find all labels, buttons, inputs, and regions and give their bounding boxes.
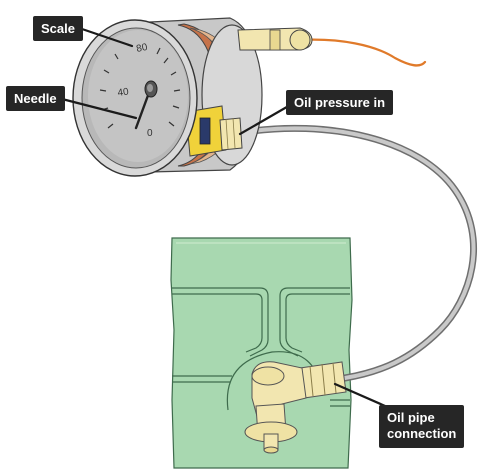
pressure-gauge: 80 40 0 bbox=[72, 17, 427, 177]
needle-label: Needle bbox=[6, 86, 65, 111]
oil-pipe bbox=[234, 124, 478, 382]
oil-pipe-connection-line1: Oil pipe bbox=[387, 410, 435, 425]
oil-sender-fitting bbox=[244, 361, 347, 454]
engine-block bbox=[170, 237, 353, 469]
dial-mark-mid: 40 bbox=[117, 86, 130, 99]
dial-mark-high: 80 bbox=[135, 42, 149, 55]
scale-label: Scale bbox=[33, 16, 83, 41]
dial-mark-zero: 0 bbox=[147, 128, 153, 139]
oil-pipe-connection-line2: connection bbox=[387, 426, 457, 441]
oil-pipe-connection-label: Oil pipe connection bbox=[379, 405, 465, 448]
leader-lines bbox=[60, 27, 394, 411]
oil-pressure-in-label: Oil pressure in bbox=[286, 90, 394, 115]
